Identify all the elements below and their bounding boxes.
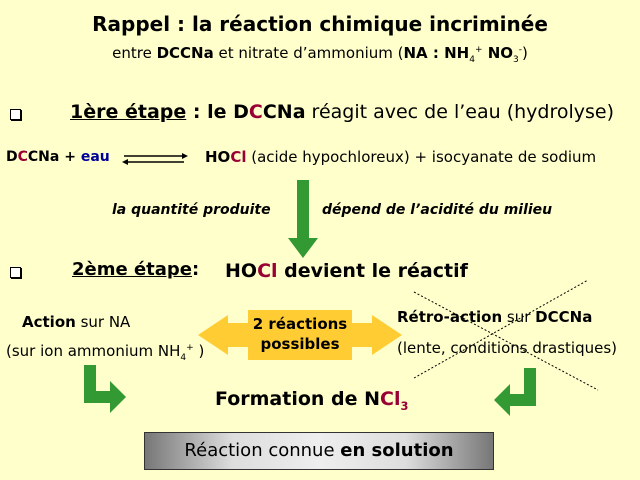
- left-ion: (sur ion ammonium NH4+ ): [6, 342, 205, 363]
- down-arrow-icon: [288, 180, 318, 258]
- bent-arrow-left-icon: [494, 368, 536, 416]
- bullet-icon: [10, 109, 21, 120]
- note-left: la quantité produite: [112, 202, 271, 218]
- equation-reactants: DCCNa + eau: [6, 149, 110, 165]
- equilibrium-arrow-icon: [122, 153, 188, 165]
- right-retro: Rétro-action sur DCCNa: [397, 308, 593, 326]
- slide-title: Rappel : la réaction chimique incriminée: [92, 12, 548, 36]
- step2-label: 2ème étape: [72, 259, 193, 280]
- equation-products: HOCl (acide hypochloreux) + isocyanate d…: [205, 148, 597, 166]
- note-right: dépend de l’acidité du milieu: [322, 202, 553, 218]
- step1-heading: 1ère étape : le DCCNa réagit avec de l’e…: [70, 101, 614, 123]
- formation-ncl3: Formation de NCl3: [215, 388, 409, 413]
- step2-colon: :: [192, 259, 200, 280]
- bent-arrow-right-icon: [84, 365, 126, 413]
- subtitle: entre DCCNa et nitrate d’ammonium (NA : …: [112, 44, 528, 65]
- cross-out-lines: [413, 280, 599, 391]
- double-arrow-icon: [198, 310, 402, 360]
- step2-heading: HOCl devient le réactif: [225, 260, 468, 282]
- left-action: Action sur NA: [22, 313, 131, 331]
- bullet-icon: [10, 267, 21, 278]
- right-conditions: (lente, conditions drastiques): [397, 339, 618, 357]
- solution-box: Réaction connue en solution: [144, 432, 494, 470]
